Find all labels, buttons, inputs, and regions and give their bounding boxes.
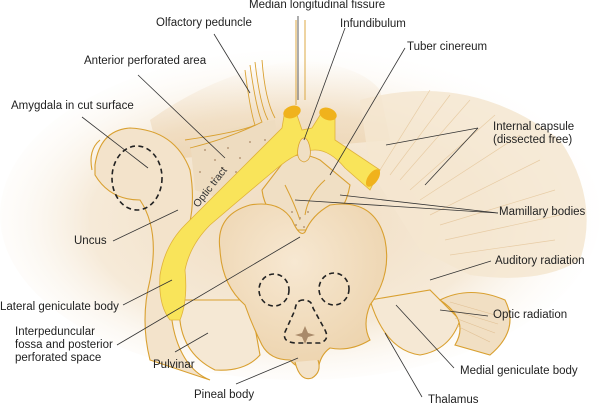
label-mamillary-bodies: Mamillary bodies — [499, 206, 586, 218]
label-interpeduncular-fossa: Interpeduncular fossa and posterior perf… — [15, 326, 113, 364]
leader-internal-capsule-2 — [424, 127, 479, 186]
infundibulum-stalk — [297, 137, 311, 163]
internal-capsule-region — [360, 91, 587, 278]
leader-internal-capsule-1 — [385, 127, 479, 146]
label-auditory-radiation: Auditory radiation — [495, 255, 585, 267]
thalamus-left — [178, 299, 261, 371]
leader-optic-radiation — [439, 309, 489, 317]
leader-interpeduncular — [116, 236, 301, 346]
label-internal-capsule: Internal capsule (dissected free) — [493, 121, 575, 146]
amygdala-dashed — [111, 145, 163, 211]
leader-pineal — [235, 357, 299, 385]
thalamus-right — [369, 289, 461, 356]
label-lateral-geniculate-body: Lateral geniculate body — [0, 301, 119, 313]
perforation-dots — [199, 139, 266, 179]
label-medial-geniculate-body: Medial geniculate body — [460, 365, 578, 377]
label-pulvinar: Pulvinar — [153, 359, 195, 371]
label-median-longitudinal-fissure: Median longitudinal fissure — [249, 0, 386, 11]
leader-auditory — [429, 260, 492, 281]
optic-tract-cut-right — [365, 169, 381, 187]
leader-mamillary-2 — [294, 199, 499, 214]
label-anterior-perforated-area: Anterior perforated area — [84, 55, 207, 67]
midbrain — [218, 203, 388, 371]
internal-capsule-fibers — [379, 89, 561, 256]
label-olfactory-peduncle: Olfactory peduncle — [156, 17, 252, 29]
pineal-body — [294, 359, 320, 380]
red-nucleus-left-dashed — [258, 273, 290, 307]
label-thalamus: Thalamus — [428, 394, 479, 406]
mamillary-body-right — [304, 179, 326, 216]
red-nucleus-right-dashed — [318, 272, 350, 306]
optic-tract — [159, 109, 381, 321]
optic-nerve-cut-left — [283, 105, 301, 119]
leader-pulvinar — [174, 332, 209, 353]
olfactory-fibers — [184, 20, 306, 149]
temporal-lobe — [94, 127, 211, 381]
optic-nerve-cut-right — [319, 107, 337, 121]
mamillary-body-left — [284, 184, 301, 221]
aqueduct-star — [295, 326, 315, 344]
uncus-outline — [90, 139, 101, 171]
leader-lines — [81, 16, 499, 398]
label-infundibulum: Infundibulum — [340, 18, 406, 30]
leader-lateral-geniculate — [122, 279, 173, 306]
label-uncus: Uncus — [74, 235, 107, 247]
leader-thalamus — [384, 332, 423, 398]
leader-olfactory — [213, 33, 251, 94]
anterior-perforated-area — [190, 120, 280, 200]
leader-infundibulum — [303, 27, 346, 141]
leader-uncus — [112, 209, 179, 242]
leader-mamillary-1 — [339, 194, 499, 214]
leader-medial-geniculate — [395, 304, 455, 369]
optic-radiation — [438, 292, 511, 356]
leader-anterior-perforated — [137, 74, 226, 159]
label-optic-radiation: Optic radiation — [493, 309, 568, 321]
leader-amygdala — [81, 116, 149, 169]
label-amygdala: Amygdala in cut surface — [11, 100, 134, 112]
label-pineal-body: Pineal body — [194, 389, 255, 401]
label-tuber-cinereum: Tuber cinereum — [407, 41, 488, 53]
leader-tuber — [329, 47, 406, 176]
aqueduct-dashed — [283, 299, 328, 344]
